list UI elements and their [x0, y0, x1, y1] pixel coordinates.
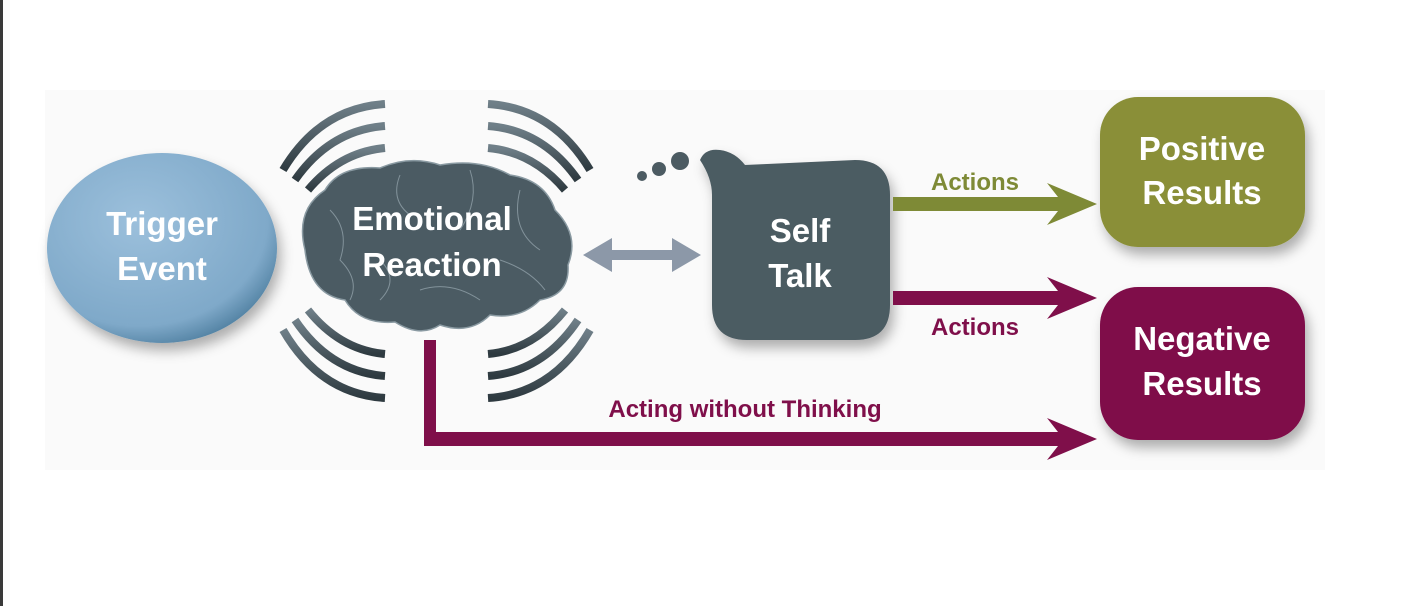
trigger-event-node: Trigger Event — [47, 153, 277, 343]
actions-positive-arrow: Actions — [893, 169, 1097, 225]
negative-line2: Results — [1142, 365, 1261, 402]
double-arrow-icon — [583, 238, 701, 272]
signal-waves-icon — [279, 100, 594, 402]
positive-results-node: Positive Results — [1100, 97, 1305, 247]
self-talk-node — [700, 149, 890, 340]
positive-line1: Positive — [1139, 130, 1266, 167]
emotional-line1: Emotional — [352, 200, 512, 237]
positive-line2: Results — [1142, 174, 1261, 211]
acting-without-thinking-arrow: Acting without Thinking — [424, 340, 1097, 460]
window-left-border — [0, 0, 3, 606]
negative-results-node: Negative Results — [1100, 287, 1305, 440]
actions-positive-label: Actions — [931, 169, 1019, 196]
actions-negative-label: Actions — [931, 314, 1019, 341]
acting-without-thinking-label: Acting without Thinking — [608, 396, 881, 423]
emotional-line2: Reaction — [362, 246, 501, 283]
negative-line1: Negative — [1133, 320, 1271, 357]
trigger-line2: Event — [117, 250, 207, 287]
trigger-line1: Trigger — [106, 205, 218, 242]
brain-icon — [301, 159, 573, 332]
self-talk-line1: Self — [770, 212, 832, 249]
emotional-reaction-brain-node: Emotional Reaction — [301, 159, 573, 332]
thought-dots-icon — [637, 152, 689, 181]
self-talk-line2: Talk — [768, 257, 832, 294]
actions-negative-arrow: Actions — [893, 277, 1097, 341]
